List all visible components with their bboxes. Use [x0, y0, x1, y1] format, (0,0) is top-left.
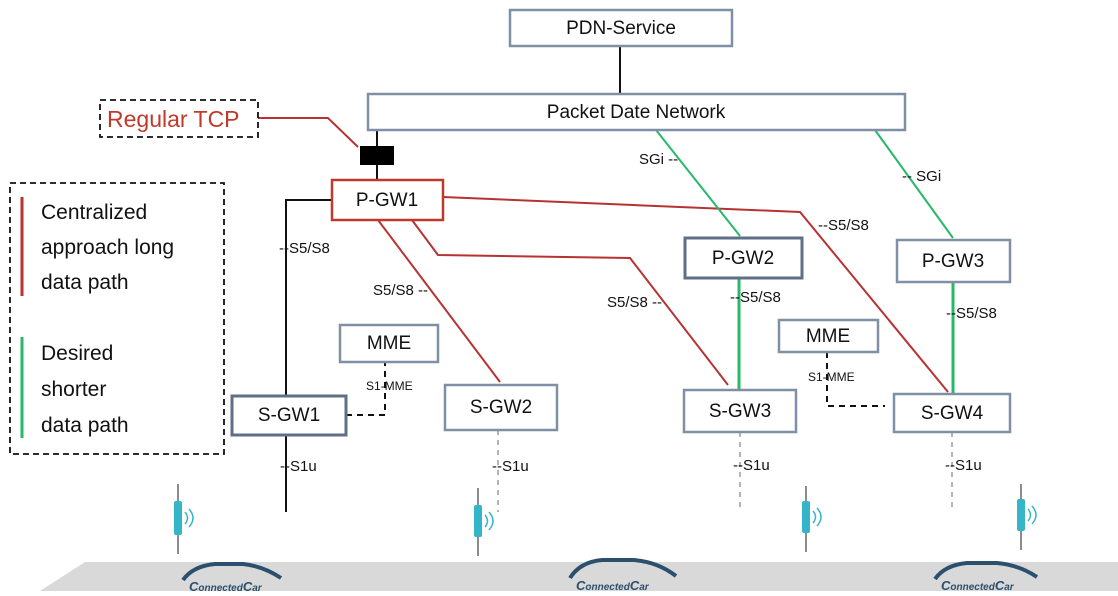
node-label: PDN-Service: [566, 18, 676, 39]
node-sgw4[interactable]: S-GW4: [892, 392, 1012, 434]
edge-pgw1-to-sgw2: [377, 219, 501, 383]
car-logo-icon: ConnectedCar: [181, 562, 283, 594]
node-sgw1[interactable]: S-GW1: [230, 394, 348, 437]
node-label: S-GW4: [921, 403, 984, 424]
node-label: MME: [367, 333, 411, 354]
regular-tcp-box: Regular TCP: [99, 99, 259, 138]
svg-text:ConnectedCar: ConnectedCar: [189, 579, 263, 591]
car-logo-icon: ConnectedCar: [933, 561, 1039, 593]
edge-s1mme-left: [346, 362, 386, 416]
legend-green-line-1: Desired: [41, 342, 113, 365]
node-mme-left[interactable]: MME: [338, 323, 440, 364]
svg-text:ConnectedCar: ConnectedCar: [576, 578, 650, 591]
label-s5s8-pgw1-sgw4: --S5/S8: [818, 217, 869, 234]
node-label: Packet Date Network: [547, 102, 726, 123]
legend-red-line-3: data path: [41, 271, 129, 294]
node-pdn-service[interactable]: PDN-Service: [508, 8, 734, 48]
edge-regular-tcp: [258, 117, 359, 148]
node-sgw3[interactable]: S-GW3: [682, 388, 798, 434]
node-pgw2[interactable]: P-GW2: [683, 236, 804, 280]
label-sgi-left: SGi --: [639, 151, 678, 168]
label-s5s8-pgw2-sgw3: --S5/S8: [730, 289, 781, 306]
car-logo-icon: ConnectedCar: [568, 558, 678, 593]
label-s1mme-left: S1-MME: [366, 379, 413, 393]
node-label: MME: [806, 326, 850, 347]
regular-tcp-label: Regular TCP: [107, 106, 240, 132]
antenna-icon: [474, 488, 494, 556]
node-packet-network[interactable]: Packet Date Network: [366, 92, 907, 132]
legend: Centralized approach long data path Desi…: [9, 182, 225, 455]
node-sgw2[interactable]: S-GW2: [443, 383, 559, 432]
label-s1u-sgw4: --S1u: [945, 457, 982, 474]
label-s5s8-pgw1-sgw3: S5/S8 --: [607, 294, 662, 311]
node-label: S-GW1: [258, 405, 320, 426]
edge-pgw1-to-sgw4: [442, 196, 949, 393]
label-s1u-sgw2: --S1u: [492, 458, 529, 475]
legend-red-line-2: approach long: [41, 236, 174, 259]
label-sgi-right: -- SGi: [902, 168, 941, 185]
edge-pgw1-to-sgw3: [411, 219, 729, 386]
label-s1u-sgw3: --S1u: [733, 457, 770, 474]
edge-packet-network-to-pgw3: [874, 129, 954, 239]
node-label: P-GW3: [922, 251, 984, 272]
label-s5s8-pgw1-sgw1: --S5/S8: [279, 240, 330, 257]
edge-packet-network-to-pgw2: [655, 129, 741, 237]
antenna-icon: [802, 486, 822, 552]
node-label: S-GW2: [470, 397, 532, 418]
legend-green-line-3: data path: [41, 414, 129, 437]
node-mme-right[interactable]: MME: [777, 318, 880, 354]
node-pgw1[interactable]: P-GW1: [330, 178, 445, 222]
label-s1mme-right: S1-MME: [808, 370, 855, 384]
antenna-icon: [1017, 484, 1037, 550]
label-s1u-sgw1: --S1u: [280, 458, 317, 475]
gateway-connector-block: [360, 146, 394, 165]
node-pgw3[interactable]: P-GW3: [895, 238, 1012, 284]
node-label: P-GW2: [712, 248, 774, 269]
legend-frame: [9, 182, 225, 455]
legend-green-line-2: shorter: [41, 378, 106, 401]
edge-s1mme-right: [826, 352, 885, 407]
node-label: S-GW3: [709, 401, 771, 422]
road-surface: [40, 562, 1118, 591]
node-label: P-GW1: [356, 190, 418, 211]
antenna-icon: [174, 484, 194, 554]
label-s5s8-pgw1-sgw2: S5/S8 --: [373, 282, 428, 299]
label-s5s8-pgw3-sgw4: --S5/S8: [946, 305, 997, 322]
svg-text:ConnectedCar: ConnectedCar: [941, 578, 1015, 591]
legend-red-line-1: Centralized: [41, 201, 147, 224]
